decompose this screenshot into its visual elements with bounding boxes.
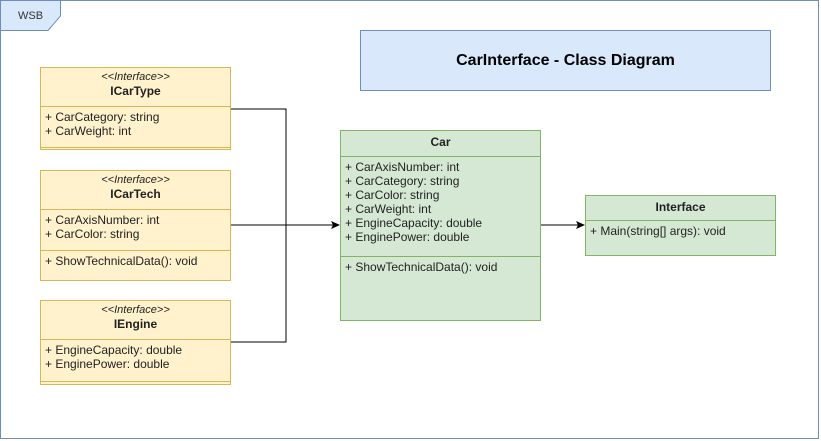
attribute-row: + CarAxisNumber: int	[45, 213, 160, 227]
methods-section	[41, 147, 230, 149]
attribute-row: + CarCategory: string	[45, 110, 160, 124]
class-car[interactable]: Car + CarAxisNumber: int + CarCategory: …	[340, 130, 541, 321]
attribute-row: + CarColor: string	[45, 227, 140, 241]
frame-label: WSB	[18, 10, 44, 22]
attributes-section: + CarAxisNumber: int + CarColor: string	[41, 209, 230, 250]
method-row: + ShowTechnicalData(): void	[345, 260, 498, 274]
class-interface[interactable]: Interface + Main(string[] args): void	[585, 195, 776, 256]
methods-section	[41, 381, 230, 383]
attribute-row: + CarColor: string	[345, 188, 440, 202]
class-name: ICarType	[110, 84, 161, 98]
attribute-row: + EngineCapacity: double	[45, 343, 183, 357]
class-name: Car	[430, 135, 451, 149]
attribute-row: + CarWeight: int	[345, 202, 432, 216]
attribute-row: + EnginePower: double	[45, 357, 170, 371]
attribute-row: + CarCategory: string	[345, 174, 460, 188]
class-icartype[interactable]: <<Interface>> ICarType + CarCategory: st…	[40, 67, 231, 150]
method-row: + ShowTechnicalData(): void	[45, 254, 198, 268]
class-name: Interface	[655, 200, 706, 214]
attributes-section: + EngineCapacity: double + EnginePower: …	[41, 339, 230, 381]
methods-section: + ShowTechnicalData(): void	[341, 256, 540, 277]
class-icartech[interactable]: <<Interface>> ICarTech + CarAxisNumber: …	[40, 170, 231, 281]
method-row: + Main(string[] args): void	[590, 224, 726, 238]
attribute-row: + EnginePower: double	[345, 230, 470, 244]
class-iengine[interactable]: <<Interface>> IEngine + EngineCapacity: …	[40, 300, 231, 385]
attribute-row: + EngineCapacity: double	[345, 216, 483, 230]
methods-section: + ShowTechnicalData(): void	[41, 250, 230, 271]
stereotype-label: <<Interface>>	[101, 71, 170, 83]
methods-section: + Main(string[] args): void	[586, 220, 775, 241]
attribute-row: + CarAxisNumber: int	[345, 160, 460, 174]
attribute-row: + CarWeight: int	[45, 124, 132, 138]
frame-tab	[0, 0, 61, 31]
stereotype-label: <<Interface>>	[101, 304, 170, 316]
attributes-section: + CarCategory: string + CarWeight: int	[41, 106, 230, 147]
class-name: IEngine	[113, 317, 158, 331]
stereotype-label: <<Interface>>	[101, 174, 170, 186]
diagram-title: CarInterface - Class Diagram	[360, 30, 771, 91]
attributes-section: + CarAxisNumber: int + CarCategory: stri…	[341, 156, 540, 256]
class-name: ICarTech	[110, 187, 161, 201]
